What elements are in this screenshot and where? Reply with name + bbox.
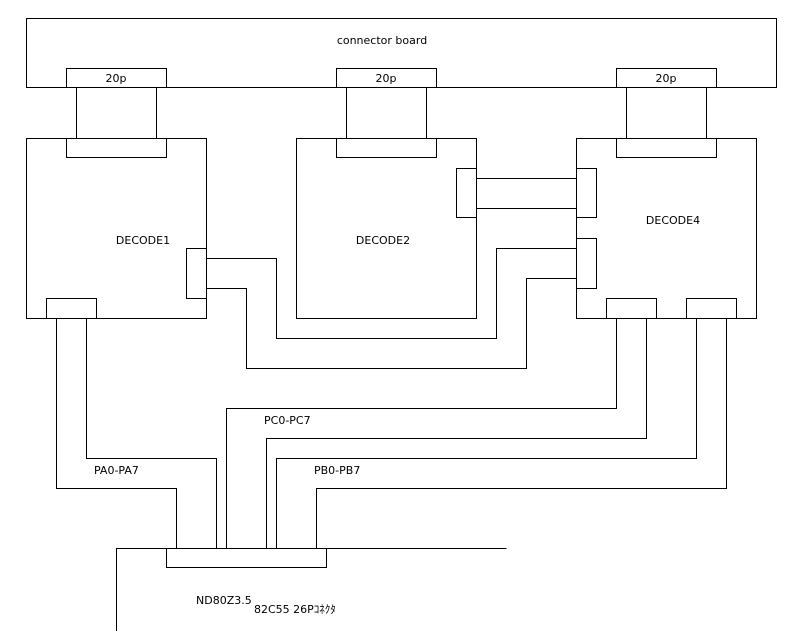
nd80z-26p-connector (166, 548, 327, 568)
decode4-label: DECODE4 (646, 214, 700, 227)
board-connector-middle-label: 20p (376, 72, 397, 85)
decode1-label: DECODE1 (116, 234, 170, 247)
connector-board-label: connector board (337, 34, 427, 47)
board-connector-right (616, 68, 717, 88)
board-connector-right-label: 20p (656, 72, 677, 85)
decode4-top-connector (616, 138, 717, 158)
board-connector-middle (336, 68, 437, 88)
nd80z-board-edge (116, 548, 507, 631)
decode4-side-connector-upper (576, 168, 597, 218)
decode4-bottom-connector-right (686, 298, 737, 319)
decode1-top-connector (66, 138, 167, 158)
decode4-side-connector-lower (576, 238, 597, 289)
pb-bus-label: PB0-PB7 (314, 464, 360, 477)
cable-board-decode2 (346, 87, 427, 139)
nd80z-connector-label: 82C55 26Pｺﾈｸﾀ (254, 603, 336, 616)
decode2-label: DECODE2 (356, 234, 410, 247)
decode4-board (576, 138, 757, 319)
decode1-bottom-connector (46, 298, 97, 319)
cable-pb-bus (276, 318, 727, 549)
decode2-board (296, 138, 477, 319)
pa-bus-label: PA0-PA7 (94, 464, 139, 477)
cable-board-decode4 (626, 87, 707, 139)
pc-bus-label: PC0-PC7 (264, 414, 311, 427)
cable-pc-bus (226, 318, 647, 549)
board-connector-left-label: 20p (106, 72, 127, 85)
board-connector-left (66, 68, 167, 88)
cable-board-decode1 (76, 87, 157, 139)
decode2-side-connector (456, 168, 477, 218)
cable-decode1-decode4 (206, 248, 577, 369)
decode1-side-connector (186, 248, 207, 299)
nd80z-board-label: ND80Z3.5 (196, 594, 252, 607)
cable-decode2-decode4 (476, 178, 577, 209)
decode4-bottom-connector-left (606, 298, 657, 319)
cable-pa-bus (56, 318, 217, 549)
decode1-board (26, 138, 207, 319)
decode2-top-connector (336, 138, 437, 158)
